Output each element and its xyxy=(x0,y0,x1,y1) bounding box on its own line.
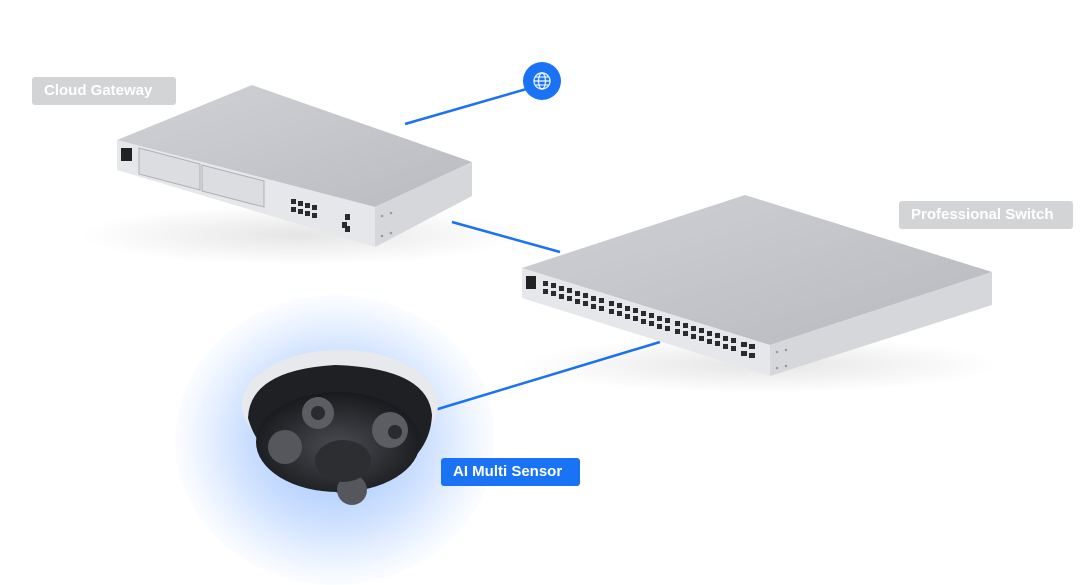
professional-switch-label: Professional Switch xyxy=(899,201,1073,229)
ai-multi-sensor-label: AI Multi Sensor xyxy=(441,458,580,486)
internet-node xyxy=(523,62,561,100)
line-internet-to-gateway xyxy=(404,86,531,126)
cloud-gateway-label: Cloud Gateway xyxy=(32,77,176,105)
globe-icon xyxy=(533,72,551,90)
